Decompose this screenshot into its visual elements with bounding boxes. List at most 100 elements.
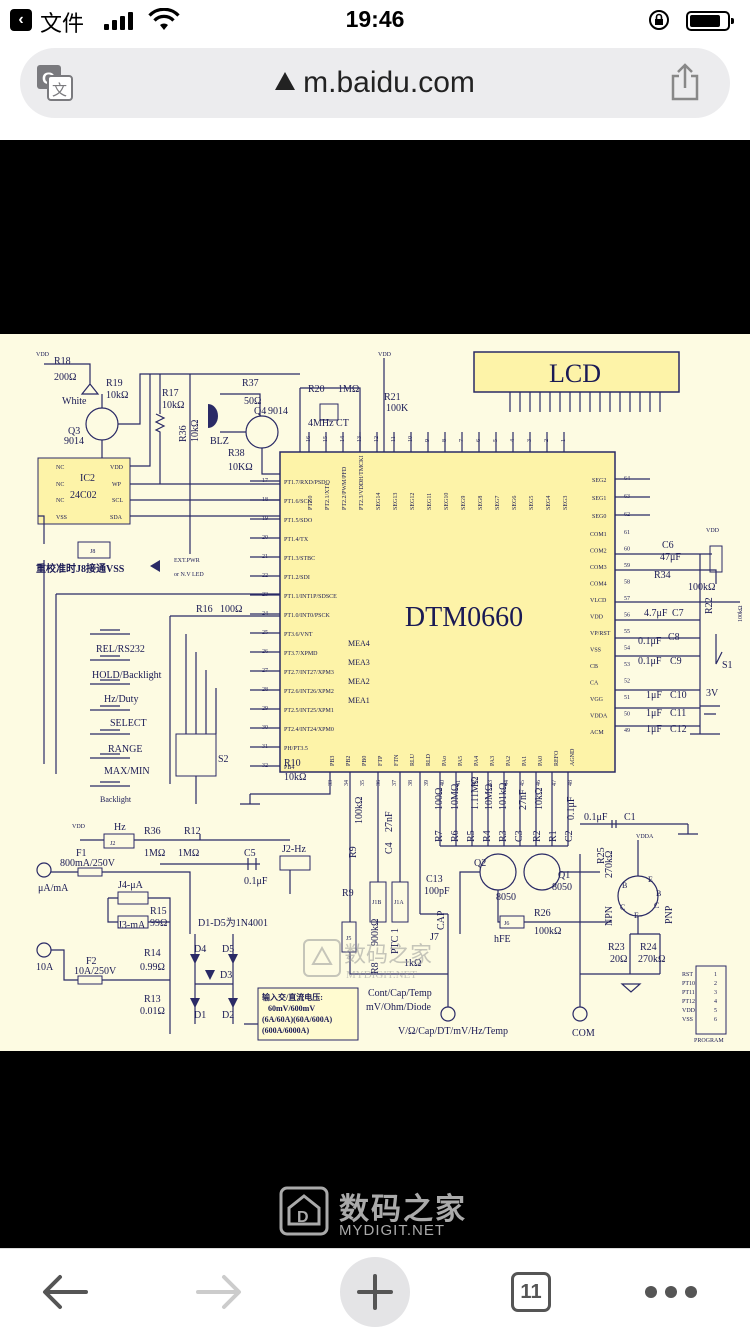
svg-text:HOLD/Backlight: HOLD/Backlight bbox=[92, 670, 162, 681]
svg-text:Backlight: Backlight bbox=[100, 795, 132, 804]
browser-toolbar: 11 bbox=[0, 1248, 750, 1335]
share-icon[interactable] bbox=[668, 62, 702, 102]
q2-label: Q2 bbox=[474, 858, 486, 869]
vcc-label: VDD bbox=[36, 352, 50, 358]
program-pin-name: PT12 bbox=[682, 999, 695, 1005]
c4-value: 27nF bbox=[384, 811, 395, 832]
top-pin-name: SEG7 bbox=[495, 496, 501, 510]
more-menu-button[interactable] bbox=[626, 1249, 716, 1335]
vdda-label: VDDA bbox=[636, 834, 654, 840]
j2hz-label: J2-Hz bbox=[282, 844, 306, 855]
s1-label: S1 bbox=[722, 660, 733, 671]
tabs-button[interactable]: 11 bbox=[486, 1249, 576, 1335]
10a-jack bbox=[36, 942, 52, 958]
d3-label: D3 bbox=[220, 970, 232, 981]
top-pin-name: SEG6 bbox=[512, 496, 518, 510]
svg-text:C: C bbox=[620, 903, 625, 912]
q4-transistor bbox=[245, 415, 279, 449]
r25-value: 270kΩ bbox=[604, 851, 615, 878]
j2-label: J2 bbox=[110, 841, 115, 847]
d4-label: D4 bbox=[194, 944, 206, 955]
right-pin-number: 57 bbox=[624, 596, 630, 602]
lcd-block bbox=[473, 351, 680, 393]
svg-text:B: B bbox=[622, 881, 627, 890]
arrow-left-icon bbox=[43, 1275, 88, 1309]
right-pin-name: CB bbox=[590, 664, 598, 670]
top-pin-name: SEG10 bbox=[444, 493, 450, 510]
back-to-app-icon[interactable]: ‹ bbox=[10, 9, 32, 31]
c13-value: 100pF bbox=[424, 886, 450, 897]
j6-label: J6 bbox=[504, 921, 509, 927]
diodes-note: D1-D5为1N4001 bbox=[198, 917, 268, 929]
bottom-pin-name: FTP bbox=[378, 755, 384, 766]
f1-value: 800mA/250V bbox=[60, 858, 116, 869]
bottom-pin-number: 38 bbox=[408, 780, 414, 786]
r25-label: R25 bbox=[596, 847, 607, 864]
svg-text:数码之家: 数码之家 bbox=[344, 942, 432, 967]
right-pin-number: 54 bbox=[624, 646, 630, 652]
vdd-label: VDD bbox=[378, 352, 392, 358]
button-range: RANGE bbox=[90, 729, 142, 755]
top-pin-name: SEG9 bbox=[461, 496, 467, 510]
right-pin-name: VDD bbox=[590, 615, 604, 621]
back-app-label[interactable]: 文件 bbox=[40, 11, 85, 36]
r34-label: R34 bbox=[654, 570, 671, 581]
r18-value: 200Ω bbox=[54, 372, 76, 383]
translate-icon[interactable]: G 文 bbox=[36, 64, 74, 102]
bottom-pin-name: PB3 bbox=[330, 756, 336, 766]
c7-label: C7 bbox=[672, 608, 684, 619]
r4-value: 10MΩ bbox=[484, 784, 495, 810]
bottom-pin-number: 36 bbox=[376, 780, 382, 786]
nlv-led-label: or N.V LED bbox=[174, 572, 204, 578]
program-pin-name: PT10 bbox=[682, 981, 695, 987]
r8-value: 900kΩ bbox=[370, 919, 381, 946]
back-button[interactable] bbox=[20, 1249, 110, 1335]
left-pin-name: PT3.6/VNT bbox=[284, 632, 313, 638]
new-tab-button[interactable] bbox=[330, 1249, 420, 1335]
right-pin-name: COM3 bbox=[590, 565, 607, 571]
r9-value: 100kΩ bbox=[354, 797, 365, 824]
v-ohm-jack bbox=[440, 1006, 456, 1022]
v-ohm-label: V/Ω/Cap/DT/mV/Hz/Temp bbox=[398, 1026, 508, 1037]
q3-label: Q3 bbox=[68, 426, 80, 437]
c2-label: C2 bbox=[564, 830, 575, 842]
c9-label: C9 bbox=[670, 656, 682, 667]
r14-label: R14 bbox=[144, 948, 161, 959]
c7-value: 4.7μF bbox=[644, 608, 668, 619]
bottom-pin-name: PA3 bbox=[490, 756, 496, 766]
bottom-pin-name: PA4 bbox=[474, 756, 480, 766]
top-pin-name: PT2.0 bbox=[308, 495, 314, 510]
top-pin-name: SEG5 bbox=[529, 496, 535, 510]
right-pin-number: 59 bbox=[624, 563, 630, 569]
top-pin-name: SEG13 bbox=[393, 493, 399, 510]
right-pin-number: 50 bbox=[624, 712, 630, 718]
right-pin-number: 60 bbox=[624, 547, 630, 553]
plus-icon bbox=[340, 1257, 410, 1327]
watermark-title: 数码之家 bbox=[339, 1193, 467, 1226]
forward-button[interactable] bbox=[174, 1249, 264, 1335]
program-pin-number: 4 bbox=[714, 999, 717, 1005]
address-bar[interactable]: G 文 m.baidu.com bbox=[20, 48, 730, 118]
r17-value: 10kΩ bbox=[162, 400, 184, 411]
f2-label: F2 bbox=[86, 956, 97, 967]
watermark-subtitle: MYDIGIT.NET bbox=[339, 1222, 446, 1239]
j4-label: J4-μA bbox=[118, 880, 144, 891]
bottom-pin-number: 44 bbox=[504, 780, 510, 786]
lcd-label: LCD bbox=[549, 359, 601, 388]
ext-pwr-label: EXT.PWR bbox=[174, 558, 200, 564]
top-pin-name: PT2.1/XT1 bbox=[325, 483, 331, 510]
d5-label: D5 bbox=[222, 944, 234, 955]
svg-text:D: D bbox=[297, 1209, 309, 1226]
mea-pin-3: MEA2 bbox=[348, 677, 370, 686]
c6-label: C6 bbox=[662, 540, 674, 551]
url-display[interactable]: m.baidu.com bbox=[20, 66, 730, 100]
mv-ohm-diode-label: mV/Ohm/Diode bbox=[366, 1002, 432, 1013]
buzzer-icon bbox=[208, 404, 218, 428]
image-letterbox-bottom bbox=[0, 1051, 750, 1248]
schematic-image[interactable]: .w { stroke:#2a2a66; stroke-width:1.2; f… bbox=[0, 334, 750, 1051]
ptc-label: PTC 1 bbox=[390, 928, 401, 954]
ic2-value: 24C02 bbox=[70, 490, 97, 501]
wifi-icon bbox=[148, 8, 180, 30]
mea-pin-2: MEA3 bbox=[348, 658, 370, 667]
ua-ma-jack bbox=[36, 862, 52, 878]
